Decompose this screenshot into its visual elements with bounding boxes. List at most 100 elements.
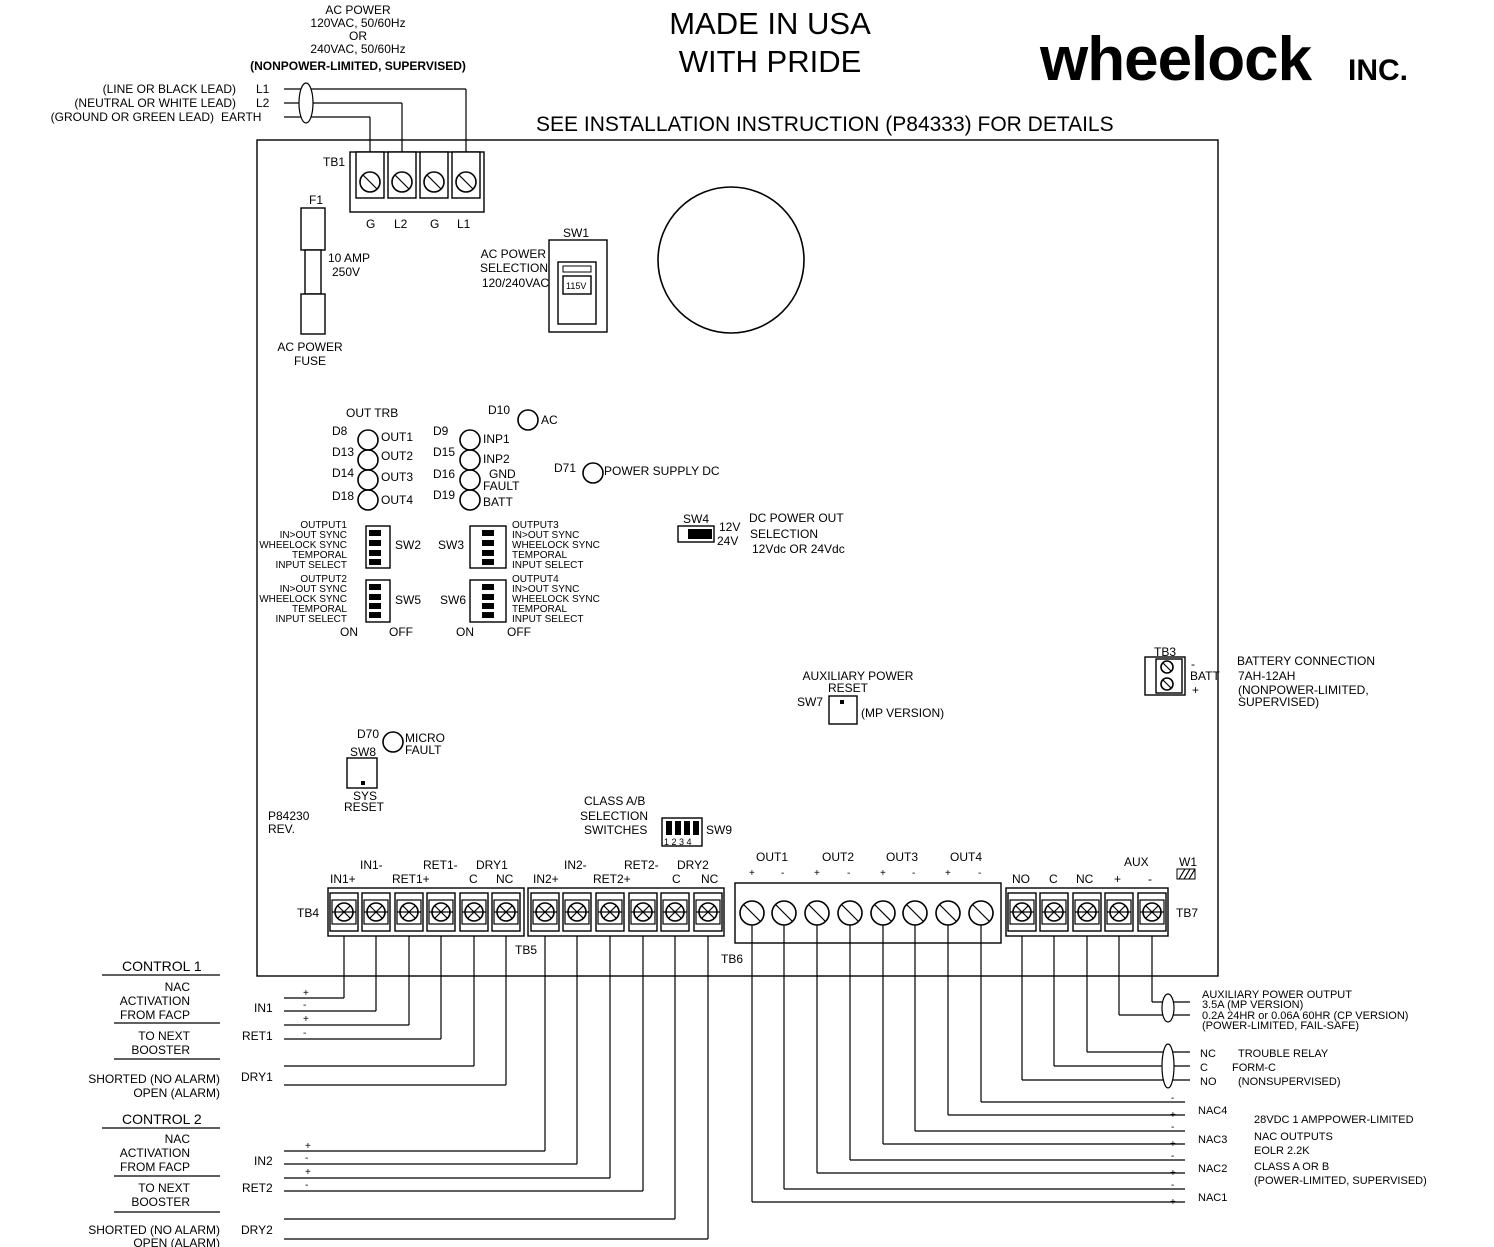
tb6-label: TB6 <box>721 952 743 966</box>
tb1-term-g1: G <box>366 217 375 231</box>
tb6-polarity: - <box>912 868 915 879</box>
sw4-dc-selection: SW4 12V 24V DC POWER OUT SELECTION 12Vdc… <box>677 511 845 556</box>
control1-next-2: BOOSTER <box>131 1043 190 1057</box>
nac-desc-1: 28VDC 1 AMPPOWER-LIMITED <box>1254 1114 1414 1126</box>
tb6-out4: OUT4 <box>950 850 982 864</box>
tb4-bot-ret1: RET1+ <box>392 872 430 886</box>
dip-right-off: OFF <box>507 625 531 639</box>
led-d19-ref: D19 <box>433 488 455 502</box>
sw1-label-1: AC POWER <box>481 247 547 261</box>
sw1-ref: SW1 <box>563 226 589 240</box>
control2-ret-plus: + <box>305 1167 311 1178</box>
wheelock-logo: wheelock INC. <box>1039 25 1408 94</box>
dip-left-off: OFF <box>389 625 413 639</box>
control2-in: IN2 <box>254 1154 273 1168</box>
sw1-label-2: SELECTION <box>480 261 548 275</box>
control1-dry-1: SHORTED (NO ALARM) <box>88 1072 220 1086</box>
dip-sw3: SW3 OUTPUT3 IN>OUT SYNC WHEELOCK SYNC TE… <box>438 520 600 571</box>
sw4-label-2: SELECTION <box>750 527 818 541</box>
tb5-terminal-block: TB5 IN2- RET2- DRY2 IN2+ RET2+ C NC <box>515 858 725 957</box>
ac-power-240: 240VAC, 50/60Hz <box>310 42 405 56</box>
lead-ground-term: EARTH <box>221 110 261 124</box>
tb6-polarity: - <box>847 868 850 879</box>
dip-right-on: ON <box>456 625 474 639</box>
fuse-rating-volt: 250V <box>332 265 360 279</box>
sw2-title: OUTPUT1 <box>300 520 347 531</box>
dip-sw2: OUTPUT1 IN>OUT SYNC WHEELOCK SYNC TEMPOR… <box>259 520 421 571</box>
made-in-usa-line1: MADE IN USA <box>669 6 871 41</box>
tb6-polarity: + <box>880 868 886 879</box>
tb5-label: TB5 <box>515 943 537 957</box>
control1-nac-1: NAC <box>165 980 191 994</box>
control1-nac-3: FROM FACP <box>120 1008 190 1022</box>
sw1-label-3: 120/240VAC <box>482 276 549 290</box>
sw7-label-1: AUXILIARY POWER <box>803 669 914 683</box>
installation-instruction: SEE INSTALLATION INSTRUCTION (P84333) FO… <box>536 113 1114 136</box>
led-d71-label: POWER SUPPLY DC <box>604 464 720 478</box>
sw4-12v: 12V <box>719 520 740 534</box>
led-d16-label: GND <box>489 467 516 481</box>
sw1-value: 115V <box>566 281 586 291</box>
sw2-item-2: WHEELOCK SYNC <box>259 540 347 551</box>
led-out-group: OUT TRB D8 OUT1 D13 OUT2 D14 OUT3 D18 OU… <box>332 406 413 511</box>
control2-next-1: TO NEXT <box>138 1181 190 1195</box>
led-d10-label: AC <box>541 413 558 427</box>
tb7-no: NO <box>1012 872 1030 886</box>
sw1-ac-selection: SW1 AC POWER SELECTION 120/240VAC 115V <box>480 226 608 333</box>
led-d10-ref: D10 <box>488 403 510 417</box>
sw2-item-3: TEMPORAL <box>292 550 347 561</box>
sw9-class-ab: CLASS A/B SELECTION SWITCHES 1 2 3 4 SW9 <box>580 794 732 847</box>
sw4-24v: 24V <box>717 534 738 548</box>
tb6-out3: OUT3 <box>886 850 918 864</box>
transformer-circle <box>657 186 805 334</box>
micro-label-1: MICRO <box>405 731 445 745</box>
tb1-term-g2: G <box>430 217 439 231</box>
lead-neutral-desc: (NEUTRAL OR WHITE LEAD) <box>74 96 236 110</box>
tb3-label-4: SUPERVISED) <box>1238 695 1319 709</box>
sw6-ref: SW6 <box>440 593 466 607</box>
tb3-label-3: (NONPOWER-LIMITED, <box>1238 683 1369 697</box>
nac-desc-3: EOLR 2.2K <box>1254 1145 1310 1157</box>
control1-nac-2: ACTIVATION <box>120 994 190 1008</box>
sw5-item-3: TEMPORAL <box>292 604 347 615</box>
nac-minus-mark: - <box>1171 1151 1174 1162</box>
led-d16-ref: D16 <box>433 467 455 481</box>
tb4-label: TB4 <box>297 906 319 920</box>
tb5-bot-in2: IN2+ <box>533 872 559 886</box>
sw3-item-4: INPUT SELECT <box>512 560 584 571</box>
led-ac: D10 AC <box>488 403 558 431</box>
sw3-ref: SW3 <box>438 538 464 552</box>
aux-power-output: AUXILIARY POWER OUTPUT 3.5A (MP VERSION)… <box>1202 989 1408 1032</box>
trouble-nc: NC <box>1200 1048 1216 1060</box>
tb4-top-dry1: DRY1 <box>476 858 508 872</box>
tb3-minus: - <box>1191 657 1195 671</box>
ac-power-title: AC POWER <box>325 3 391 17</box>
sw7-note: (MP VERSION) <box>861 706 944 720</box>
sw2-item-1: IN>OUT SYNC <box>280 530 347 541</box>
control1-next-1: TO NEXT <box>138 1029 190 1043</box>
tb1-term-l2: L2 <box>394 217 408 231</box>
fuse-name-2: FUSE <box>294 354 326 368</box>
sw4-label-1: DC POWER OUT <box>749 511 844 525</box>
led-d71-ref: D71 <box>554 461 576 475</box>
tb4-bot-in1: IN1+ <box>330 872 356 886</box>
sw6-title: OUTPUT4 <box>512 574 559 585</box>
nac-desc-2: NAC OUTPUTS <box>1254 1131 1333 1143</box>
made-in-usa-line2: WITH PRIDE <box>679 44 862 79</box>
control1-in-plus: + <box>303 988 309 999</box>
sw9-nums: 1 2 3 4 <box>664 837 692 847</box>
aux-out-2: 3.5A (MP VERSION) <box>1202 999 1303 1011</box>
sw7-ref: SW7 <box>797 695 823 709</box>
trouble-relay: NC C NO TROUBLE RELAY FORM-C (NONSUPERVI… <box>1200 1048 1340 1088</box>
led-d19-label: BATT <box>483 495 513 509</box>
tb7-minus: - <box>1148 872 1152 886</box>
trouble-label-2: FORM-C <box>1232 1062 1276 1074</box>
dip-left-on: ON <box>340 625 358 639</box>
led-d8-ref: D8 <box>332 424 348 438</box>
ac-power-120: 120VAC, 50/60Hz <box>310 16 405 30</box>
tb1-terminal-block: TB1 G L2 G L1 <box>323 151 485 231</box>
trouble-no: NO <box>1200 1076 1217 1088</box>
tb7-c: C <box>1049 872 1058 886</box>
fuse-rating-amp: 10 AMP <box>328 251 370 265</box>
tb3-ref: TB3 <box>1154 645 1176 659</box>
